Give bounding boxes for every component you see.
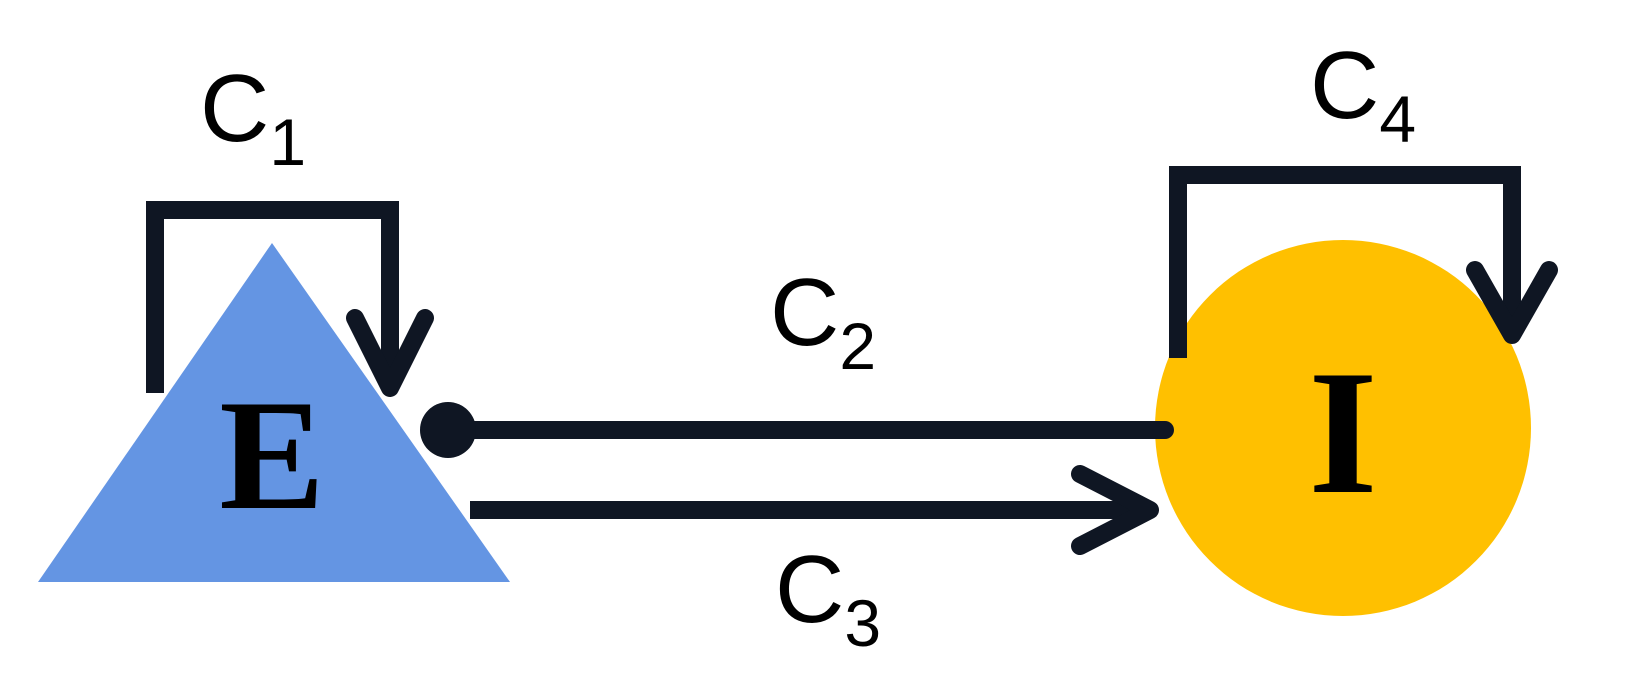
c1-self-loop-line [146, 201, 399, 393]
c4-arrowhead [1466, 261, 1558, 344]
excitatory-node-triangle [38, 243, 510, 582]
c1-arrowhead [346, 309, 434, 397]
excitatory-node-label: E [219, 368, 324, 543]
inhibitory-node-circle [1155, 240, 1531, 616]
c3-label: C3 [775, 536, 881, 660]
c3-arrowhead [1071, 465, 1159, 555]
c1-label: C1 [200, 55, 306, 179]
inhibitory-node-label: I [1308, 333, 1377, 531]
c4-self-loop-line [1169, 166, 1521, 358]
c2-dot-head [420, 402, 476, 458]
c4-label: C4 [1310, 32, 1416, 156]
c2-label: C2 [770, 259, 876, 383]
